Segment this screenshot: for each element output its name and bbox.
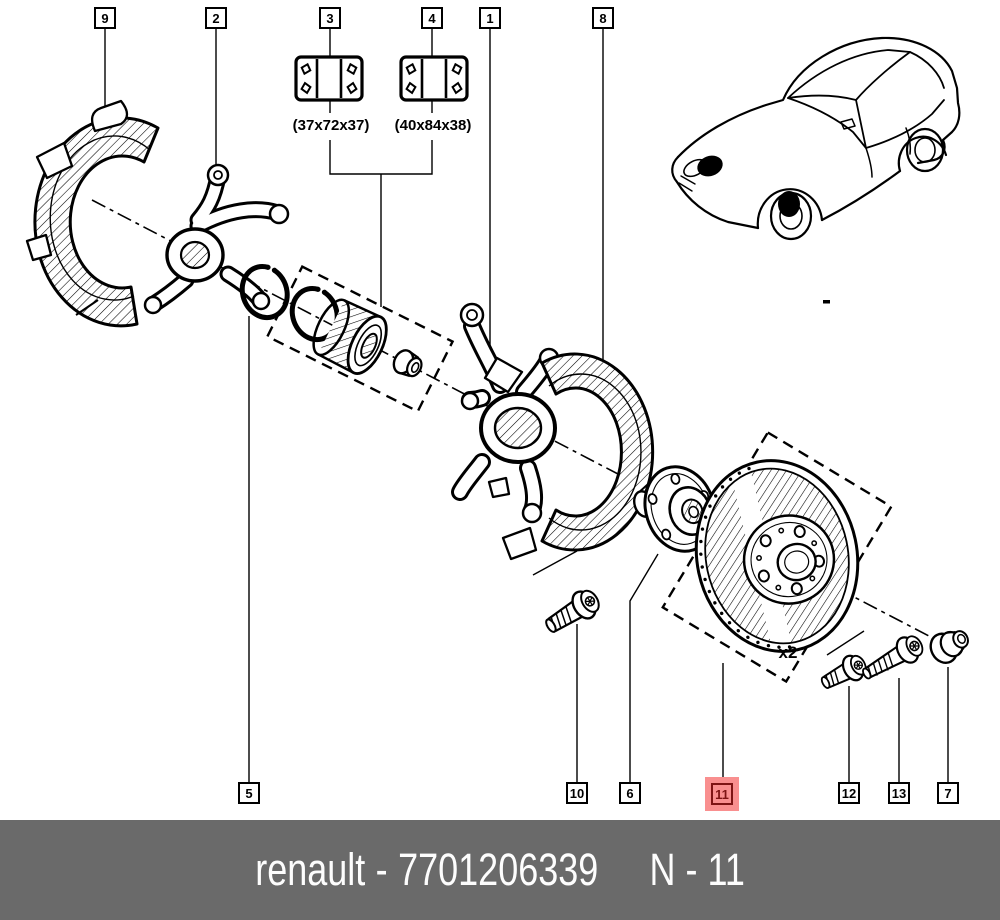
bearing-size-label-2: (40x84x38) bbox=[394, 117, 472, 134]
callout-box-12[interactable]: 12 bbox=[838, 782, 860, 804]
footer-bar: renault - 7701206339 N - 11 bbox=[0, 820, 1000, 920]
callout-box-4[interactable]: 4 bbox=[421, 7, 443, 29]
disc-bolt-holes bbox=[756, 525, 826, 596]
bearing-cap-drawing bbox=[392, 349, 423, 378]
bearing-size-label-1: (37x72x37) bbox=[292, 117, 370, 134]
axis-dash-artifact bbox=[823, 300, 830, 304]
hub-nut-drawing bbox=[929, 630, 969, 664]
footer-part-reference: renault - 7701206339 bbox=[255, 844, 598, 896]
callout-box-11[interactable]: 11 bbox=[711, 783, 733, 805]
footer-brand: renault bbox=[255, 844, 366, 895]
callout-box-8[interactable]: 8 bbox=[592, 7, 614, 29]
callout-box-2[interactable]: 2 bbox=[205, 7, 227, 29]
wheel-bearing-drawing bbox=[312, 298, 388, 375]
footer-page-ref: N - 11 bbox=[649, 844, 745, 895]
wheel-hub-highlight-blob bbox=[778, 191, 800, 217]
bearing-pictogram-4 bbox=[399, 55, 469, 102]
footer-separator: - bbox=[375, 844, 388, 895]
quantity-label: x2 bbox=[778, 643, 798, 662]
disc-vent-slots bbox=[699, 466, 792, 649]
callout-11-highlight: 11 bbox=[705, 777, 739, 811]
bearing-pictogram-3 bbox=[294, 55, 364, 102]
kit-snap-ring-drawing bbox=[289, 286, 340, 343]
footer-part-number: 7701206339 bbox=[398, 844, 599, 895]
car-overview-drawing bbox=[671, 36, 961, 241]
splash-shield-right-drawing bbox=[483, 352, 655, 561]
front-hub-highlight-blob bbox=[697, 155, 723, 177]
snap-ring-drawing bbox=[239, 264, 290, 321]
footer-text: renault - 7701206339 N - 11 bbox=[255, 844, 745, 896]
screw-13-drawing bbox=[862, 635, 924, 680]
screw-12-drawing bbox=[820, 654, 867, 689]
callout-box-5[interactable]: 5 bbox=[238, 782, 260, 804]
callout-box-6[interactable]: 6 bbox=[619, 782, 641, 804]
callout-box-7[interactable]: 7 bbox=[937, 782, 959, 804]
torx-bolt-drawing bbox=[545, 589, 600, 633]
callout-box-1[interactable]: 1 bbox=[479, 7, 501, 29]
splash-shield-left-drawing bbox=[25, 99, 160, 328]
callout-box-9[interactable]: 9 bbox=[94, 7, 116, 29]
callout-box-13[interactable]: 13 bbox=[888, 782, 910, 804]
callout-box-3[interactable]: 3 bbox=[319, 7, 341, 29]
leader-lines bbox=[104, 28, 949, 782]
callout-box-10[interactable]: 10 bbox=[566, 782, 588, 804]
brake-disc-drawing bbox=[694, 459, 860, 653]
steering-knuckle-2-drawing bbox=[143, 163, 290, 315]
